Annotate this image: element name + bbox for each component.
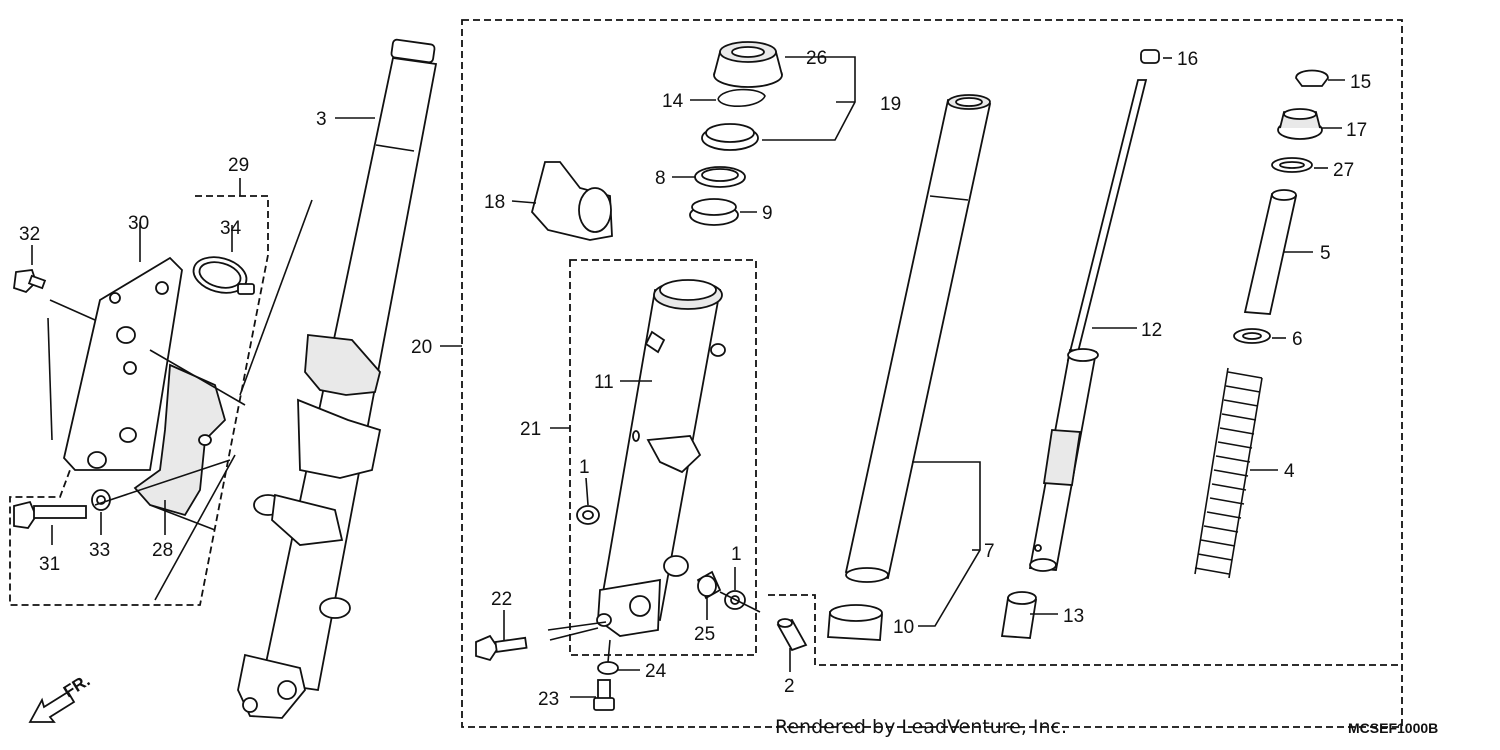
bolt-31 bbox=[13, 500, 87, 529]
callout-15: 15 bbox=[1350, 72, 1371, 93]
callout-25: 25 bbox=[694, 624, 715, 645]
callout-6: 6 bbox=[1292, 329, 1303, 350]
callout-19: 19 bbox=[880, 94, 901, 115]
callout-28: 28 bbox=[152, 540, 173, 561]
damper-rod-12 bbox=[1028, 49, 1160, 572]
back-up-ring-8 bbox=[694, 166, 746, 188]
callout-22: 22 bbox=[491, 589, 512, 610]
callout-14: 14 bbox=[662, 91, 684, 112]
callout-2: 2 bbox=[784, 676, 795, 697]
fork-pipe-7 bbox=[844, 94, 992, 583]
callout-20: 20 bbox=[411, 337, 432, 358]
callout-10: 10 bbox=[893, 617, 914, 638]
fork-spring-4 bbox=[1194, 367, 1263, 579]
callout-17: 17 bbox=[1346, 120, 1367, 141]
guide-bushing-9 bbox=[689, 198, 739, 226]
callout-8: 8 bbox=[655, 168, 666, 189]
bracket-28 bbox=[133, 363, 227, 517]
callout-12: 12 bbox=[1141, 320, 1162, 341]
callout-7: 7 bbox=[984, 541, 995, 562]
axle-collar-1-left bbox=[576, 505, 600, 525]
callout-16: 16 bbox=[1177, 49, 1198, 70]
callout-27: 27 bbox=[1333, 160, 1354, 181]
callout-18: 18 bbox=[484, 192, 505, 213]
callout-23: 23 bbox=[538, 689, 559, 710]
piece-13 bbox=[1000, 591, 1038, 639]
slider-bushing-10 bbox=[827, 604, 883, 641]
bolt-32 bbox=[13, 269, 47, 294]
callout-9: 9 bbox=[762, 203, 773, 224]
front-direction-arrow: FR. bbox=[28, 671, 93, 723]
group-box-21 bbox=[569, 259, 757, 656]
callout-32: 32 bbox=[19, 224, 40, 245]
fork-tube-assembly-3 bbox=[237, 38, 438, 719]
group-box-2 bbox=[768, 594, 1402, 666]
collar-25 bbox=[696, 570, 722, 600]
callout-5: 5 bbox=[1320, 243, 1331, 264]
credit-text: Rendered by LeadVenture, Inc. bbox=[775, 716, 1067, 738]
callout-33: 33 bbox=[89, 540, 110, 561]
callout-13: 13 bbox=[1063, 606, 1084, 627]
callout-1-right: 1 bbox=[731, 544, 742, 565]
fork-slider-11 bbox=[596, 279, 726, 637]
diagram-code: MCSEF1000B bbox=[1348, 720, 1438, 736]
spacer-5 bbox=[1243, 189, 1298, 315]
callout-4: 4 bbox=[1284, 461, 1295, 482]
spring-seat-6 bbox=[1233, 328, 1271, 344]
callout-3: 3 bbox=[316, 109, 327, 130]
pin-2 bbox=[776, 618, 808, 652]
bolt-22 bbox=[475, 634, 528, 662]
callout-21: 21 bbox=[520, 419, 541, 440]
stopper-ring-14 bbox=[717, 88, 766, 107]
callout-34: 34 bbox=[220, 218, 242, 239]
oil-seal-19 bbox=[701, 123, 759, 151]
guard-plate-30 bbox=[63, 256, 183, 471]
callout-29: 29 bbox=[228, 155, 249, 176]
callout-1-left: 1 bbox=[579, 457, 590, 478]
group-box-29 bbox=[9, 195, 269, 606]
leader-lines bbox=[31, 56, 1345, 698]
callout-11: 11 bbox=[594, 372, 614, 393]
dust-seal-26 bbox=[713, 41, 783, 88]
o-ring-27 bbox=[1271, 157, 1313, 173]
hose-band-34 bbox=[192, 256, 255, 295]
washer-33 bbox=[91, 489, 111, 511]
callout-24: 24 bbox=[645, 661, 667, 682]
washer-24 bbox=[597, 661, 619, 675]
fork-bolt-17 bbox=[1277, 108, 1323, 140]
cap-15 bbox=[1295, 69, 1329, 87]
callout-30: 30 bbox=[128, 213, 149, 234]
group-box-20 bbox=[461, 19, 1403, 728]
bolt-23 bbox=[593, 679, 615, 711]
callout-31: 31 bbox=[39, 554, 60, 575]
callout-26: 26 bbox=[806, 48, 827, 69]
cover-18 bbox=[531, 161, 613, 241]
